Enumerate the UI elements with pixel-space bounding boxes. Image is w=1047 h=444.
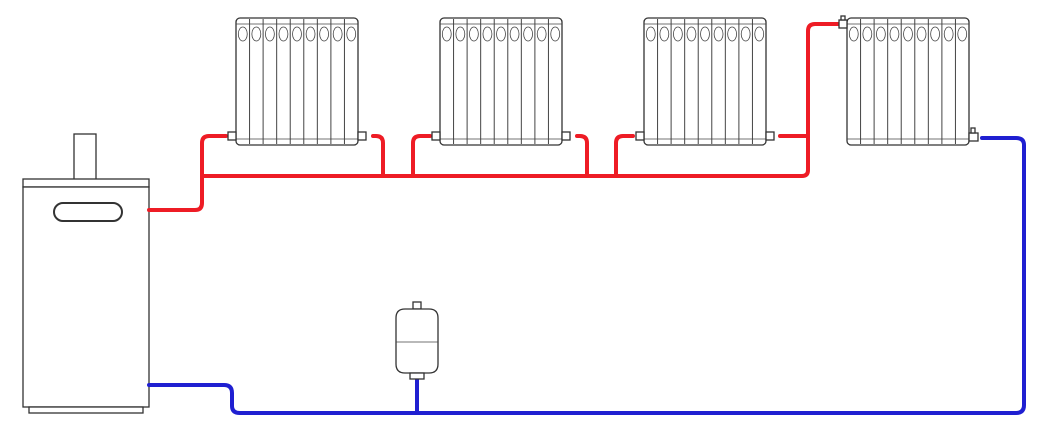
radiator-section-top <box>305 26 316 42</box>
radiator-section-top <box>455 26 466 42</box>
boiler-door <box>53 202 123 222</box>
radiator-valve-cap <box>840 15 846 21</box>
radiator-section-top <box>740 26 751 42</box>
radiator-3 <box>635 17 775 146</box>
radiator-section-top <box>862 26 873 42</box>
radiator-section-top <box>957 26 968 42</box>
radiator-section-top <box>332 26 343 42</box>
radiator-section-top <box>754 26 765 42</box>
return-main-pipe <box>147 136 1026 415</box>
radiator-section-top <box>469 26 479 42</box>
boiler-body <box>22 186 150 408</box>
radiator-section-top <box>645 26 656 42</box>
radiator-section-top <box>930 26 940 42</box>
radiator-section-top <box>700 26 710 42</box>
radiator-section-top <box>943 26 954 42</box>
expansion-tank <box>395 301 439 380</box>
radiator-outlet-fitting <box>561 131 571 141</box>
expansion-tank-body <box>395 308 439 374</box>
expansion-tank-fitting <box>409 372 425 380</box>
radiator-body <box>846 17 970 146</box>
radiator-section-top <box>876 26 886 42</box>
radiator-2 <box>431 17 571 146</box>
radiator-section-top <box>251 26 262 42</box>
radiator-section-top <box>536 26 547 42</box>
radiator-inlet-valve <box>635 131 645 141</box>
supply-riser-3 <box>614 134 635 178</box>
radiator-4 <box>838 15 979 146</box>
return-pipes <box>147 136 1026 415</box>
return-link-1 <box>371 134 385 178</box>
radiator-section-top <box>523 26 533 42</box>
supply-riser-2 <box>411 134 432 178</box>
radiator-body <box>439 17 563 146</box>
radiator-section-top <box>319 26 329 42</box>
radiator-section-top <box>482 26 493 42</box>
radiator-outlet-fitting <box>357 131 367 141</box>
radiator-body <box>235 17 359 146</box>
radiator-section-top <box>292 26 302 42</box>
radiator-section-top <box>903 26 913 42</box>
radiator-section-top <box>848 26 859 42</box>
radiator-section-top <box>441 26 452 42</box>
supply-main-pipe <box>147 22 842 212</box>
radiator-section-top <box>265 26 275 42</box>
radiator-section-top <box>659 26 670 42</box>
return-link-2 <box>575 134 589 178</box>
radiator-outlet-fitting <box>765 131 775 141</box>
radiator-inlet-valve <box>227 131 237 141</box>
radiator-section-top <box>237 26 248 42</box>
radiator-section-top <box>673 26 683 42</box>
radiator-section-top <box>889 26 900 42</box>
radiator-section-top <box>346 26 357 42</box>
radiator-section-top <box>727 26 737 42</box>
supply-riser-1 <box>200 134 228 178</box>
supply-pipes <box>147 22 842 212</box>
radiator-section-top <box>278 26 289 42</box>
radiator-section-top <box>713 26 724 42</box>
boiler <box>22 133 150 414</box>
radiator-inlet-valve <box>838 19 848 29</box>
radiator-section-top <box>509 26 520 42</box>
radiator-section-top <box>686 26 697 42</box>
radiator-body <box>643 17 767 146</box>
radiator-inlet-valve <box>431 131 441 141</box>
radiator-1 <box>227 17 367 146</box>
radiator-section-top <box>550 26 561 42</box>
boiler-base <box>28 406 144 414</box>
boiler-chimney <box>73 133 97 181</box>
radiator-outlet-fitting <box>968 132 979 142</box>
radiator-section-top <box>916 26 927 42</box>
expansion-tank-valve <box>412 301 422 310</box>
radiators <box>227 15 979 146</box>
boiler-cap <box>22 178 150 188</box>
radiator-section-top <box>496 26 506 42</box>
radiator-air-vent <box>970 127 976 134</box>
